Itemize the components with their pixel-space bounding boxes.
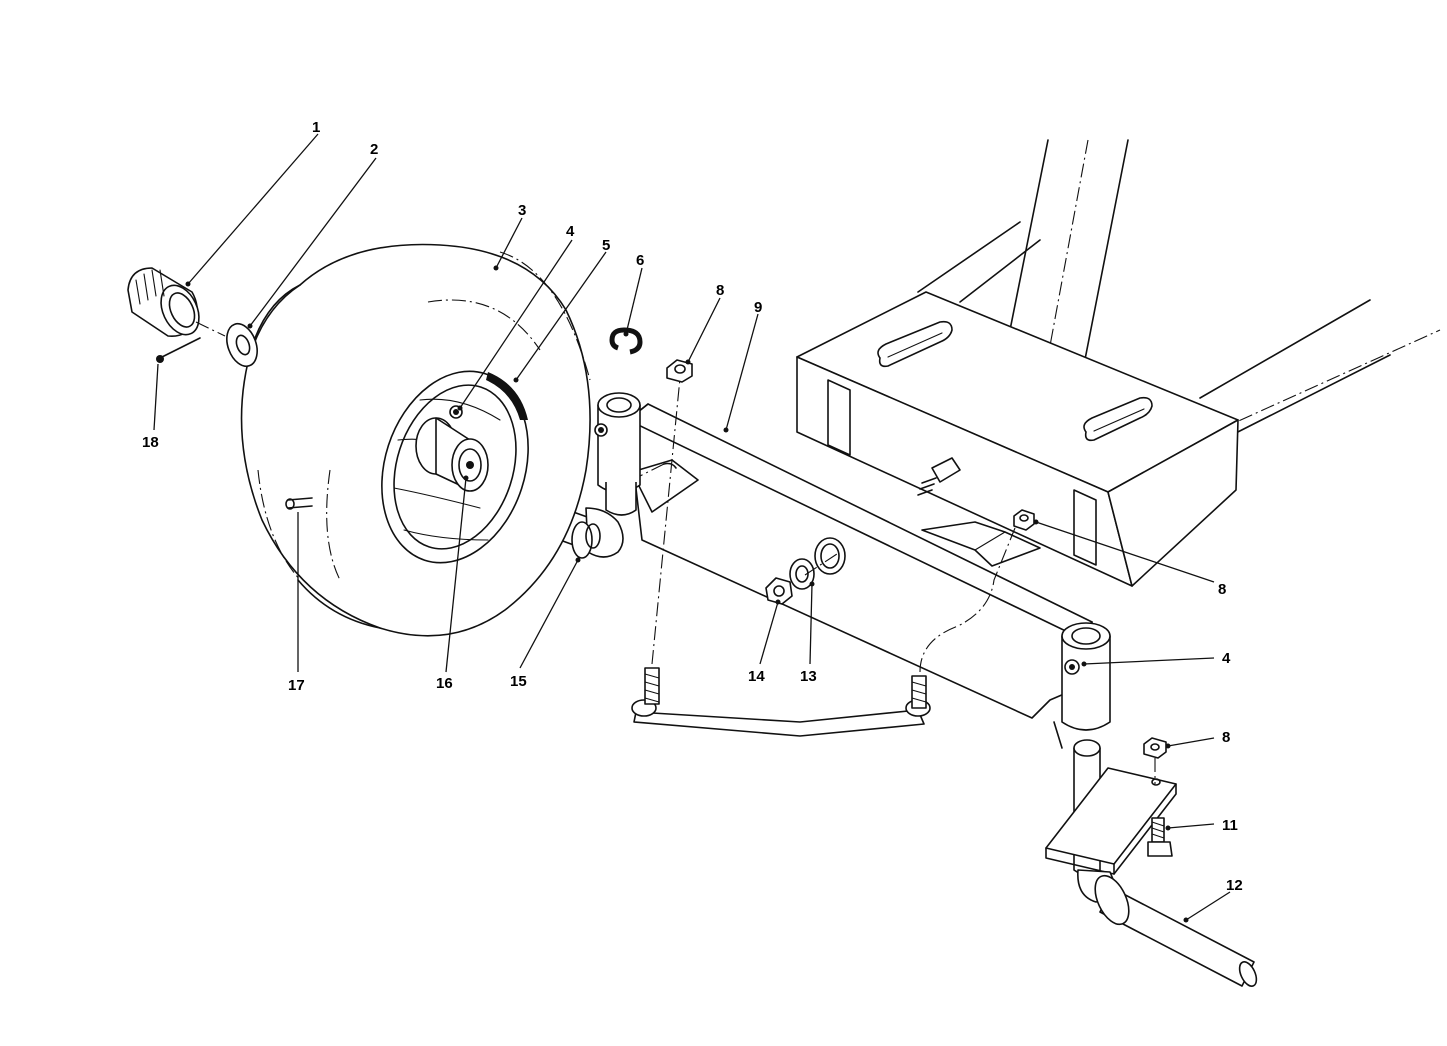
callout-8-upper: 8 [716,282,724,299]
callout-17: 17 [288,677,305,694]
callout-11: 11 [1222,817,1238,834]
centerline-hub [195,321,226,337]
boss-joint-line [1053,721,1063,749]
callout-labels: 1 2 3 4 5 6 8 9 18 8 4 17 16 15 14 13 8 … [142,119,1243,894]
callout-2: 2 [370,141,378,158]
callout-18: 18 [142,434,159,451]
callout-6: 6 [636,252,644,269]
hex-nut-right [1013,509,1035,531]
callout-1: 1 [312,119,320,136]
right-spindle [1045,737,1258,987]
hex-nut-14 [765,577,793,605]
centerline-flange [639,463,665,477]
callout-12: 12 [1226,877,1243,894]
callout-14: 14 [748,668,765,685]
callout-9: 9 [754,299,762,316]
leader-lines [153,133,1231,923]
e-ring [609,327,643,355]
callout-13: 13 [800,668,817,685]
callout-3: 3 [518,202,526,219]
callout-5: 5 [602,237,610,254]
hex-nut-upper [666,359,693,383]
callout-15: 15 [510,673,527,690]
callout-8-lower: 8 [1222,729,1230,746]
axle-beam [627,403,1093,719]
flat-washer-13 [789,537,846,590]
right-spindle-boss [1061,622,1111,731]
hub-cap [127,267,200,338]
cotter-pin [156,337,201,363]
mower-frame [796,139,1441,587]
centerline-washer [804,551,841,576]
wheel-tire [240,243,591,637]
callout-4-upper: 4 [566,223,575,240]
left-spindle-boss [594,392,641,516]
callout-16: 16 [436,675,453,692]
washer [226,322,258,368]
callout-8-right: 8 [1218,581,1226,598]
tie-rod [631,667,931,737]
callout-4-lower: 4 [1222,650,1231,667]
